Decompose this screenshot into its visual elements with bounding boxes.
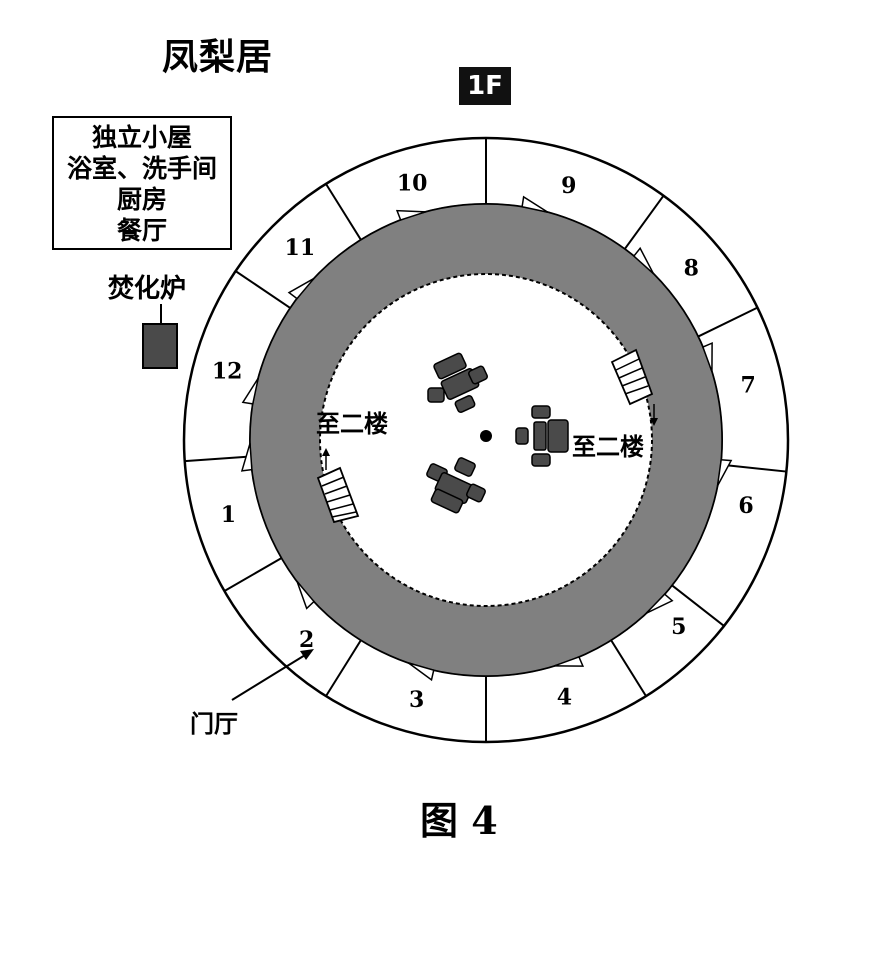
legend-line: 厨房	[116, 185, 167, 214]
stairs-left-label: 至二楼	[316, 409, 388, 438]
legend-line: 餐厅	[116, 216, 167, 245]
door-marker	[407, 662, 435, 682]
room-number-12: 12	[212, 359, 243, 385]
room-divider	[235, 270, 291, 309]
room-divider	[623, 195, 665, 250]
staircase-left	[316, 448, 360, 524]
legend-line: 浴室、洗手间	[66, 154, 217, 183]
figure-caption: 图 4	[420, 798, 498, 843]
doors	[240, 195, 733, 682]
room-divider	[610, 639, 647, 697]
page-title: 凤梨居	[162, 36, 274, 78]
stairs-right-label: 至二楼	[572, 432, 644, 461]
door-marker	[395, 209, 426, 221]
room-divider	[697, 306, 758, 338]
room-divider	[671, 584, 725, 627]
center-marker	[480, 430, 492, 442]
room-number-1: 1	[221, 502, 236, 528]
room-number-6: 6	[738, 493, 753, 519]
incinerator-icon	[142, 323, 178, 369]
door-marker	[716, 458, 733, 487]
corridor-outer-edge	[249, 203, 723, 677]
room-divider	[325, 639, 362, 697]
corridor-ring	[250, 204, 722, 676]
furniture-cluster-top	[427, 352, 488, 414]
door-marker	[553, 655, 585, 667]
incinerator-connector	[160, 304, 162, 324]
furniture-cluster-bottom	[426, 457, 486, 514]
room-number-10: 10	[397, 170, 428, 196]
door-marker	[701, 341, 713, 373]
room-number-7: 7	[740, 372, 755, 398]
room-number-4: 4	[557, 684, 572, 710]
room-divider	[223, 557, 283, 592]
door-marker	[632, 246, 655, 275]
room-dividers	[184, 138, 787, 742]
door-marker	[241, 377, 259, 405]
staircase-right	[610, 348, 658, 426]
room-number-8: 8	[684, 256, 699, 282]
door-marker	[521, 195, 549, 213]
room-number-2: 2	[299, 627, 314, 653]
legend-line: 独立小屋	[91, 123, 192, 152]
furniture-cluster-right	[515, 405, 569, 467]
room-number-11: 11	[285, 235, 316, 261]
door-marker	[287, 277, 315, 300]
room-number-5: 5	[671, 614, 686, 640]
room-divider	[720, 463, 787, 473]
room-number-3: 3	[409, 687, 424, 713]
floor-badge: 1F	[459, 67, 511, 105]
room-number-9: 9	[561, 173, 576, 199]
lobby-label: 门厅	[190, 709, 238, 738]
room-divider	[184, 455, 251, 463]
lobby-pointer-arrow-icon	[231, 649, 314, 701]
incinerator-label: 焚化炉	[108, 274, 187, 304]
door-marker	[645, 593, 674, 614]
door-marker	[296, 580, 315, 610]
room-divider	[325, 183, 362, 241]
legend-box: 独立小屋 浴室、洗手间 厨房 餐厅	[52, 116, 232, 250]
door-marker	[240, 443, 253, 472]
